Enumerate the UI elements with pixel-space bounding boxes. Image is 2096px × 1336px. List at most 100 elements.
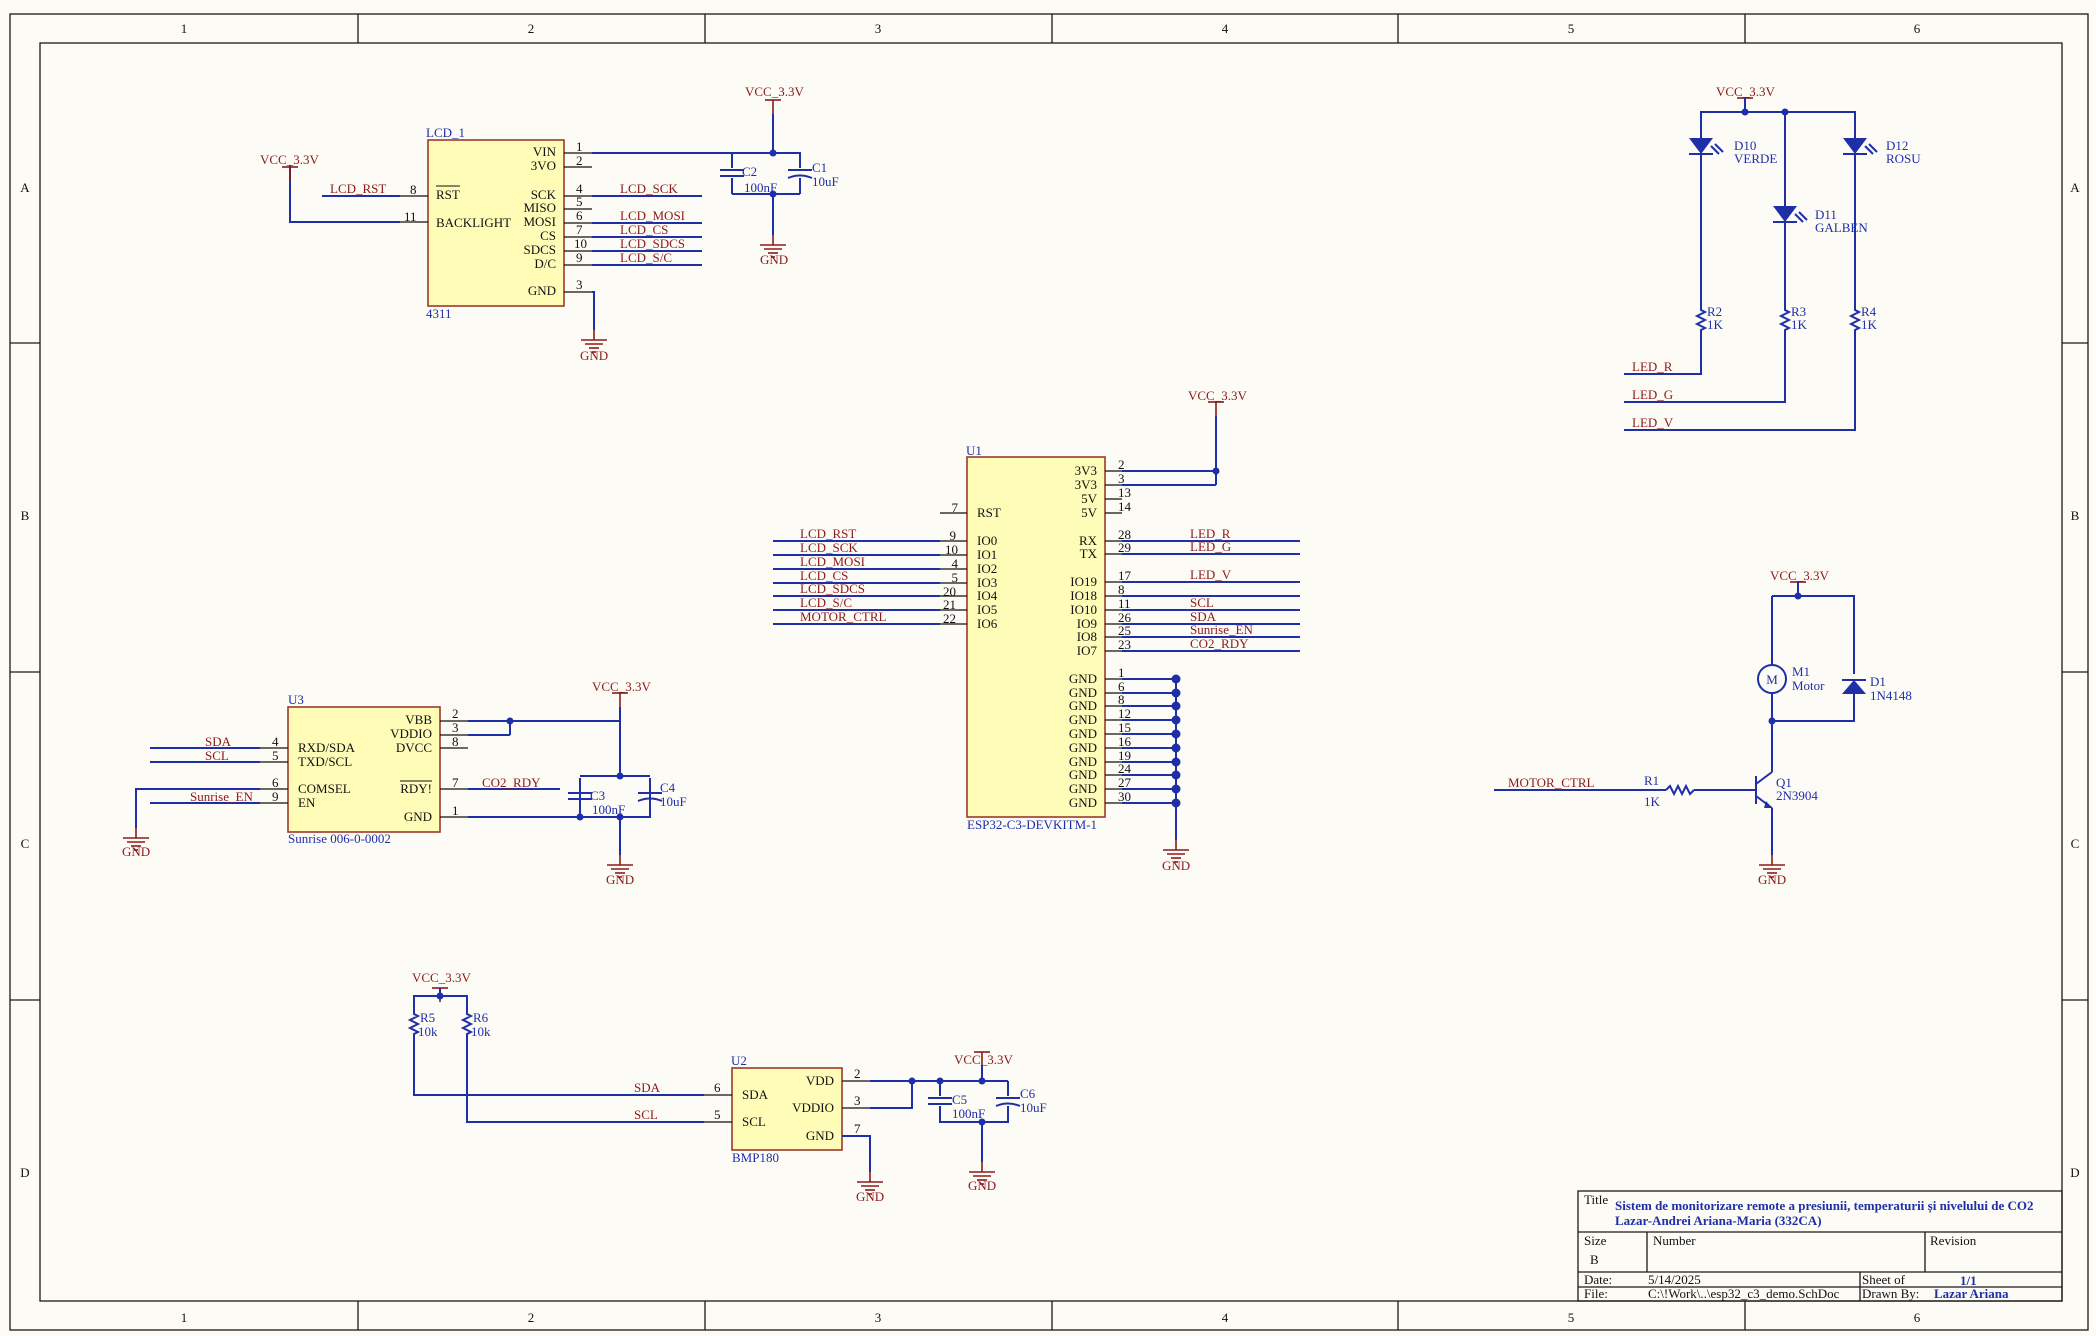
c1-ref: C1 bbox=[812, 160, 827, 175]
u3-pin: GND bbox=[404, 809, 432, 824]
u1-pin-right: RX bbox=[1079, 533, 1098, 548]
pin-num: 5 bbox=[272, 748, 279, 763]
d11-val: GALBEN bbox=[1815, 220, 1868, 235]
u1-pin-right: IO19 bbox=[1070, 574, 1097, 589]
gnd-label: GND bbox=[122, 844, 150, 859]
u1-pin-left: RST bbox=[977, 505, 1001, 520]
u2-pin: VDD bbox=[806, 1073, 834, 1088]
r5-ref: R5 bbox=[420, 1010, 435, 1025]
r1-val: 1K bbox=[1644, 794, 1661, 809]
u1-pin-left: IO2 bbox=[977, 561, 997, 576]
title-line2: Lazar-Andrei Ariana-Maria (332CA) bbox=[1615, 1213, 1822, 1228]
pin-num: 6 bbox=[1118, 679, 1125, 694]
u1-pin-left: IO1 bbox=[977, 547, 997, 562]
col-label: 4 bbox=[1222, 1310, 1229, 1325]
col-label: 2 bbox=[528, 1310, 535, 1325]
lcd-pin: 3VO bbox=[531, 158, 556, 173]
pin-num: 16 bbox=[1118, 734, 1132, 749]
col-label: 6 bbox=[1914, 1310, 1921, 1325]
u1-pin-left: IO6 bbox=[977, 616, 998, 631]
c6-val: 10uF bbox=[1020, 1100, 1047, 1115]
u1-pin-right: 3V3 bbox=[1075, 463, 1097, 478]
u2-part: BMP180 bbox=[732, 1150, 779, 1165]
drawn-value: Lazar Ariana bbox=[1934, 1286, 2009, 1301]
pin-num: 24 bbox=[1118, 761, 1132, 776]
vcc-label: VCC_3.3V bbox=[260, 152, 319, 167]
motor-glyph: M bbox=[1766, 672, 1778, 687]
row-label: D bbox=[20, 1165, 29, 1180]
title-block: Title Sistem de monitorizare remote a pr… bbox=[1577, 1190, 2063, 1302]
col-label: 1 bbox=[181, 21, 188, 36]
pin-num: 17 bbox=[1118, 568, 1132, 583]
lcd-pin: MISO bbox=[523, 200, 556, 215]
d1-val: 1N4148 bbox=[1870, 688, 1912, 703]
d10-ref: D10 bbox=[1734, 138, 1756, 153]
pin-num: 1 bbox=[452, 803, 459, 818]
vcc-label: VCC_3.3V bbox=[1770, 568, 1829, 583]
u1-pin-right: GND bbox=[1069, 726, 1097, 741]
pin-num: 11 bbox=[404, 209, 417, 224]
lcd-pin: CS bbox=[540, 228, 556, 243]
esp32-module: VCC_3.3V U1 ESP32-C3-DEVKITM-1 RST IO0 I… bbox=[773, 388, 1300, 873]
vcc-label: VCC_3.3V bbox=[745, 84, 804, 99]
u1-pin-right: GND bbox=[1069, 685, 1097, 700]
net-label: LED_V bbox=[1190, 567, 1232, 582]
q1-val: 2N3904 bbox=[1776, 788, 1818, 803]
u3-body bbox=[287, 706, 441, 833]
q1-ref: Q1 bbox=[1776, 775, 1792, 790]
row-label: A bbox=[2070, 180, 2080, 195]
r4-ref: R4 bbox=[1861, 304, 1877, 319]
lcd-pin-rst: RST bbox=[436, 187, 460, 202]
u3-pin: DVCC bbox=[396, 740, 432, 755]
net-label: LCD_CS bbox=[800, 568, 848, 583]
lcd-pin-backlight: BACKLIGHT bbox=[436, 215, 511, 230]
lcd-pin: SDCS bbox=[523, 242, 556, 257]
pin-num: 2 bbox=[854, 1066, 861, 1081]
pin-num: 3 bbox=[576, 277, 583, 292]
u2-body bbox=[731, 1067, 843, 1151]
u2-pin: SCL bbox=[742, 1114, 766, 1129]
net-label: LCD_SDCS bbox=[800, 581, 865, 596]
pin-num: 7 bbox=[576, 222, 583, 237]
c5-val: 100nF bbox=[952, 1106, 985, 1121]
pin-num: 23 bbox=[1118, 637, 1131, 652]
u3-designator: U3 bbox=[288, 692, 304, 707]
u1-designator: U1 bbox=[966, 443, 982, 458]
file-value: C:\!Work\..\esp32_c3_demo.SchDoc bbox=[1648, 1286, 1840, 1301]
pin-num: 3 bbox=[1118, 471, 1125, 486]
zone-labels: 1 2 3 4 5 6 1 2 3 4 5 6 A B C D A B C D bbox=[20, 21, 2080, 1325]
m1-val: Motor bbox=[1792, 678, 1825, 693]
col-label: 5 bbox=[1568, 21, 1575, 36]
c4-val: 10uF bbox=[660, 794, 687, 809]
r1-ref: R1 bbox=[1644, 773, 1659, 788]
lcd-module: LCD_1 4311 RST BACKLIGHT VIN 3VO SCK MIS… bbox=[260, 125, 801, 363]
pin-num: 7 bbox=[452, 775, 459, 790]
r2-val: 1K bbox=[1707, 317, 1724, 332]
drawn-label: Drawn By: bbox=[1862, 1286, 1919, 1301]
pin-num: 2 bbox=[452, 706, 459, 721]
net-label: LED_R bbox=[1632, 359, 1673, 374]
net-label: LCD_CS bbox=[620, 222, 668, 237]
c2-val: 100nF bbox=[744, 180, 777, 195]
row-label: C bbox=[21, 836, 30, 851]
net-label: SDA bbox=[634, 1080, 661, 1095]
u3-pin: COMSEL bbox=[298, 781, 351, 796]
r2-ref: R2 bbox=[1707, 304, 1722, 319]
vcc-label: VCC_3.3V bbox=[1188, 388, 1247, 403]
pin-num: 6 bbox=[576, 208, 583, 223]
pin-num: 30 bbox=[1118, 789, 1131, 804]
date-label: Date: bbox=[1584, 1272, 1612, 1287]
size-label: Size bbox=[1584, 1233, 1607, 1248]
net-label: LCD_SDCS bbox=[620, 236, 685, 251]
pin-num: 10 bbox=[574, 236, 587, 251]
net-label: LCD_RST bbox=[330, 181, 386, 196]
net-label: LED_G bbox=[1190, 539, 1231, 554]
u1-pin-right: GND bbox=[1069, 671, 1097, 686]
u3-pin: VBB bbox=[405, 712, 432, 727]
gnd-label: GND bbox=[856, 1189, 884, 1204]
r6-val: 10k bbox=[471, 1024, 491, 1039]
net-label: MOTOR_CTRL bbox=[1508, 775, 1594, 790]
gnd-label: GND bbox=[1162, 858, 1190, 873]
gnd-label: GND bbox=[760, 252, 788, 267]
